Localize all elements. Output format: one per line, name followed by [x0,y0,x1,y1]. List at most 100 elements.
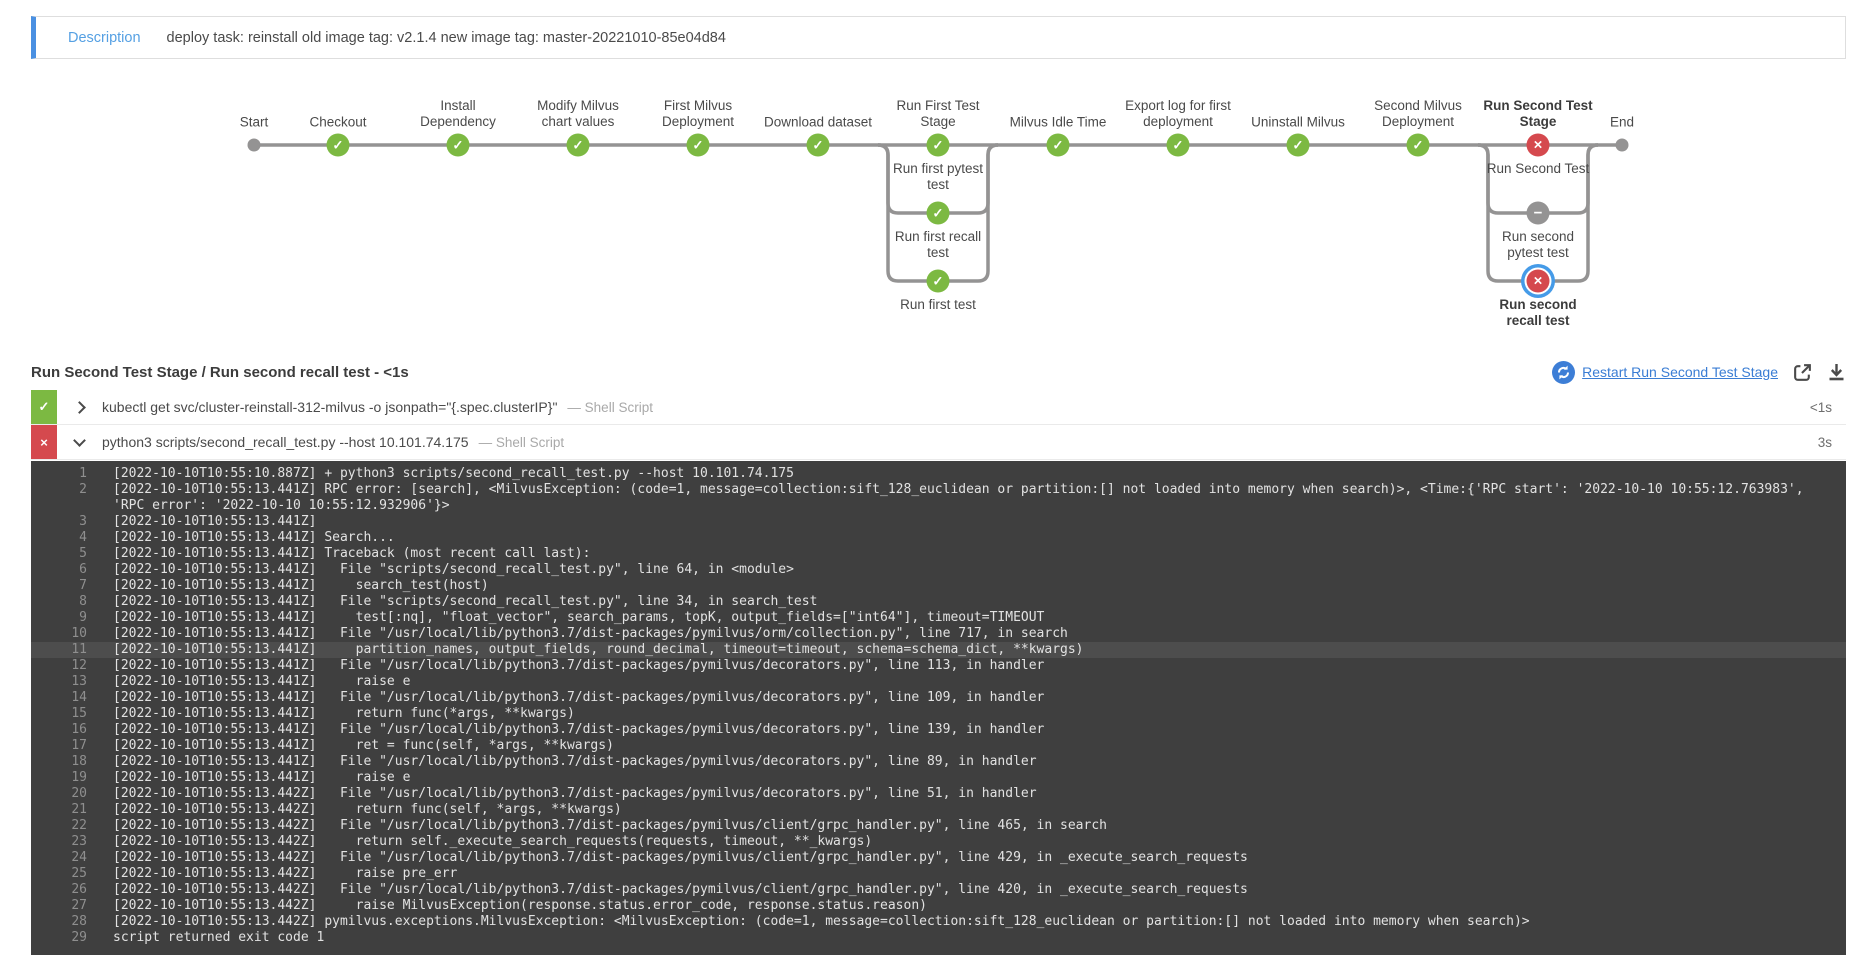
console-line-text: [2022-10-10T10:55:13.442Z] return func(s… [113,802,622,817]
download-log-button[interactable] [1827,362,1846,382]
console-line-number[interactable]: 13 [71,674,87,689]
console-line-number[interactable]: 7 [79,578,87,593]
stage-label: Checkout [309,114,367,130]
console-line-number[interactable]: 9 [79,610,87,625]
stage-node-success[interactable]: ✓ [1406,133,1430,157]
console-line-number[interactable]: 22 [71,818,87,833]
restart-link[interactable]: Restart Run Second Test Stage [1582,364,1778,380]
console-line: 12[2022-10-10T10:55:13.441Z] File "/usr/… [31,658,1846,674]
step-duration: 3s [1817,434,1832,450]
console-line-number[interactable]: 10 [71,626,87,641]
console-line-number[interactable]: 28 [71,914,87,929]
branch-label: Run first recall test [894,229,982,261]
description-label: Description [68,29,141,46]
console-line: 20[2022-10-10T10:55:13.442Z] File "/usr/… [31,786,1846,802]
pipeline-terminal-dot [1615,138,1629,152]
console-line-text: [2022-10-10T10:55:13.441Z] search_test(h… [113,578,489,593]
console-line: 22 [2022-10-10T10:55:13.442Z] File "/usr/… [31,818,1846,834]
console-line-text: [2022-10-10T10:55:13.441Z] Traceback (mo… [113,546,591,561]
restart-icon[interactable] [1552,360,1576,384]
console-line-number[interactable]: 26 [71,882,87,897]
console-line-text: [2022-10-10T10:55:13.441Z] File "scripts… [113,594,818,609]
open-in-new-window-icon[interactable] [1792,362,1813,383]
console-line-number[interactable]: 14 [71,690,87,705]
detail-actions: Restart Run Second Test Stage [1552,360,1846,384]
console-line-text: [2022-10-10T10:55:13.442Z] File "/usr/lo… [113,882,1248,897]
stage-node-success[interactable]: ✓ [1166,133,1190,157]
stage-label: Modify Milvus chart values [537,98,619,130]
console-line-text: [2022-10-10T10:55:13.441Z] [113,514,317,529]
stage-node-failure-selected[interactable]: × [1526,269,1550,293]
stage-node-success[interactable]: ✓ [686,133,710,157]
stage-node-success[interactable]: ✓ [446,133,470,157]
console-line-number[interactable]: 3 [79,514,87,529]
console-line-number[interactable]: 25 [71,866,87,881]
console-line-text: [2022-10-10T10:55:13.442Z] pymilvus.exce… [113,914,1530,929]
download-icon[interactable] [1827,362,1846,382]
console-line-number[interactable]: 17 [71,738,87,753]
step-list: ✓kubectl get svc/cluster-reinstall-312-m… [31,390,1846,460]
console-line-number[interactable]: 12 [71,658,87,673]
console-line-number[interactable]: 19 [71,770,87,785]
console-line: 15[2022-10-10T10:55:13.441Z] return func… [31,706,1846,722]
console-line-number[interactable]: 21 [71,802,87,817]
stage-node-success[interactable]: ✓ [1286,133,1310,157]
console-line-text: [2022-10-10T10:55:13.442Z] raise pre_err [113,866,458,881]
console-line: 3 [2022-10-10T10:55:13.441Z] [31,514,1846,530]
step-row[interactable]: × python3 scripts/second_recall_test.py -… [31,425,1846,460]
stage-node-success[interactable]: ✓ [566,133,590,157]
step-row[interactable]: ✓kubectl get svc/cluster-reinstall-312-m… [31,390,1846,425]
console-line-number[interactable]: 8 [79,594,87,609]
stage-node-success[interactable]: ✓ [806,133,830,157]
stage-node-success[interactable]: ✓ [1046,133,1070,157]
chevron-right-icon[interactable] [73,400,86,414]
console-line-text: [2022-10-10T10:55:13.441Z] partition_nam… [113,642,1084,657]
console-line-text: [2022-10-10T10:55:13.441Z] raise e [113,770,411,785]
console-line: 1 [2022-10-10T10:55:10.887Z] + python3 sc… [31,466,1846,482]
console-line-text: [2022-10-10T10:55:13.441Z] File "/usr/lo… [113,722,1045,737]
stage-node-success[interactable]: ✓ [926,133,950,157]
console-line-text: [2022-10-10T10:55:13.441Z] File "scripts… [113,562,794,577]
console-line-number[interactable]: 16 [71,722,87,737]
console-line-number[interactable]: 4 [79,530,87,545]
description-bar: Description deploy task: reinstall old i… [31,16,1846,59]
chevron-down-icon[interactable] [73,433,86,447]
console-line-text: [2022-10-10T10:55:13.442Z] File "/usr/lo… [113,818,1107,833]
console-line-number[interactable]: 24 [71,850,87,865]
stage-node-success[interactable]: ✓ [326,133,350,157]
stage-node-success[interactable]: ✓ [926,201,950,225]
console-line-number[interactable]: 2 [79,482,87,497]
step-kind: — Shell Script [567,399,653,415]
step-detail-header: Run Second Test Stage / Run second recal… [31,358,1846,386]
stage-node-success[interactable]: ✓ [926,269,950,293]
console-line-number[interactable]: 11 [71,642,87,657]
console-line-text: [2022-10-10T10:55:10.887Z] + python3 scr… [113,466,794,481]
console-line: 9[2022-10-10T10:55:13.441Z] test[:nq], "… [31,610,1846,626]
step-detail-title: Run Second Test Stage / Run second recal… [31,363,409,381]
console-line-number[interactable]: 27 [71,898,87,913]
console-line-number[interactable]: 6 [79,562,87,577]
console-line: 13[2022-10-10T10:55:13.441Z] raise e [31,674,1846,690]
console-line-number[interactable]: 29 [71,930,87,945]
console-line: 8 [2022-10-10T10:55:13.441Z] File "script… [31,594,1846,610]
console-line-number[interactable]: 18 [71,754,87,769]
description-text: deploy task: reinstall old image tag: v2… [166,29,726,46]
console-line: 10[2022-10-10T10:55:13.441Z] File "/usr/… [31,626,1846,642]
console-line-text: [2022-10-10T10:55:13.442Z] return self._… [113,834,873,849]
console-line-number[interactable]: 20 [71,786,87,801]
branch-label: Run first pytest test [892,161,984,193]
stage-node-failure[interactable]: × [1526,133,1550,157]
console-line-text: script returned exit code 1 [113,930,325,945]
console-line: 5 [2022-10-10T10:55:13.441Z] Traceback (m… [31,546,1846,562]
console-line: 25 [2022-10-10T10:55:13.442Z] raise pre_e… [31,866,1846,882]
console-line-number[interactable]: 5 [79,546,87,561]
console-line-number[interactable]: 1 [79,466,87,481]
console-line-number[interactable]: 23 [71,834,87,849]
step-status-failure-icon: × [31,425,57,459]
open-log-new-window-button[interactable] [1792,362,1813,383]
stage-label: Start [239,114,269,130]
step-command: python3 scripts/second_recall_test.py --… [102,434,469,450]
restart-stage-button[interactable]: Restart Run Second Test Stage [1552,360,1778,384]
stage-node-skipped[interactable]: − [1526,201,1550,225]
console-line-number[interactable]: 15 [71,706,87,721]
